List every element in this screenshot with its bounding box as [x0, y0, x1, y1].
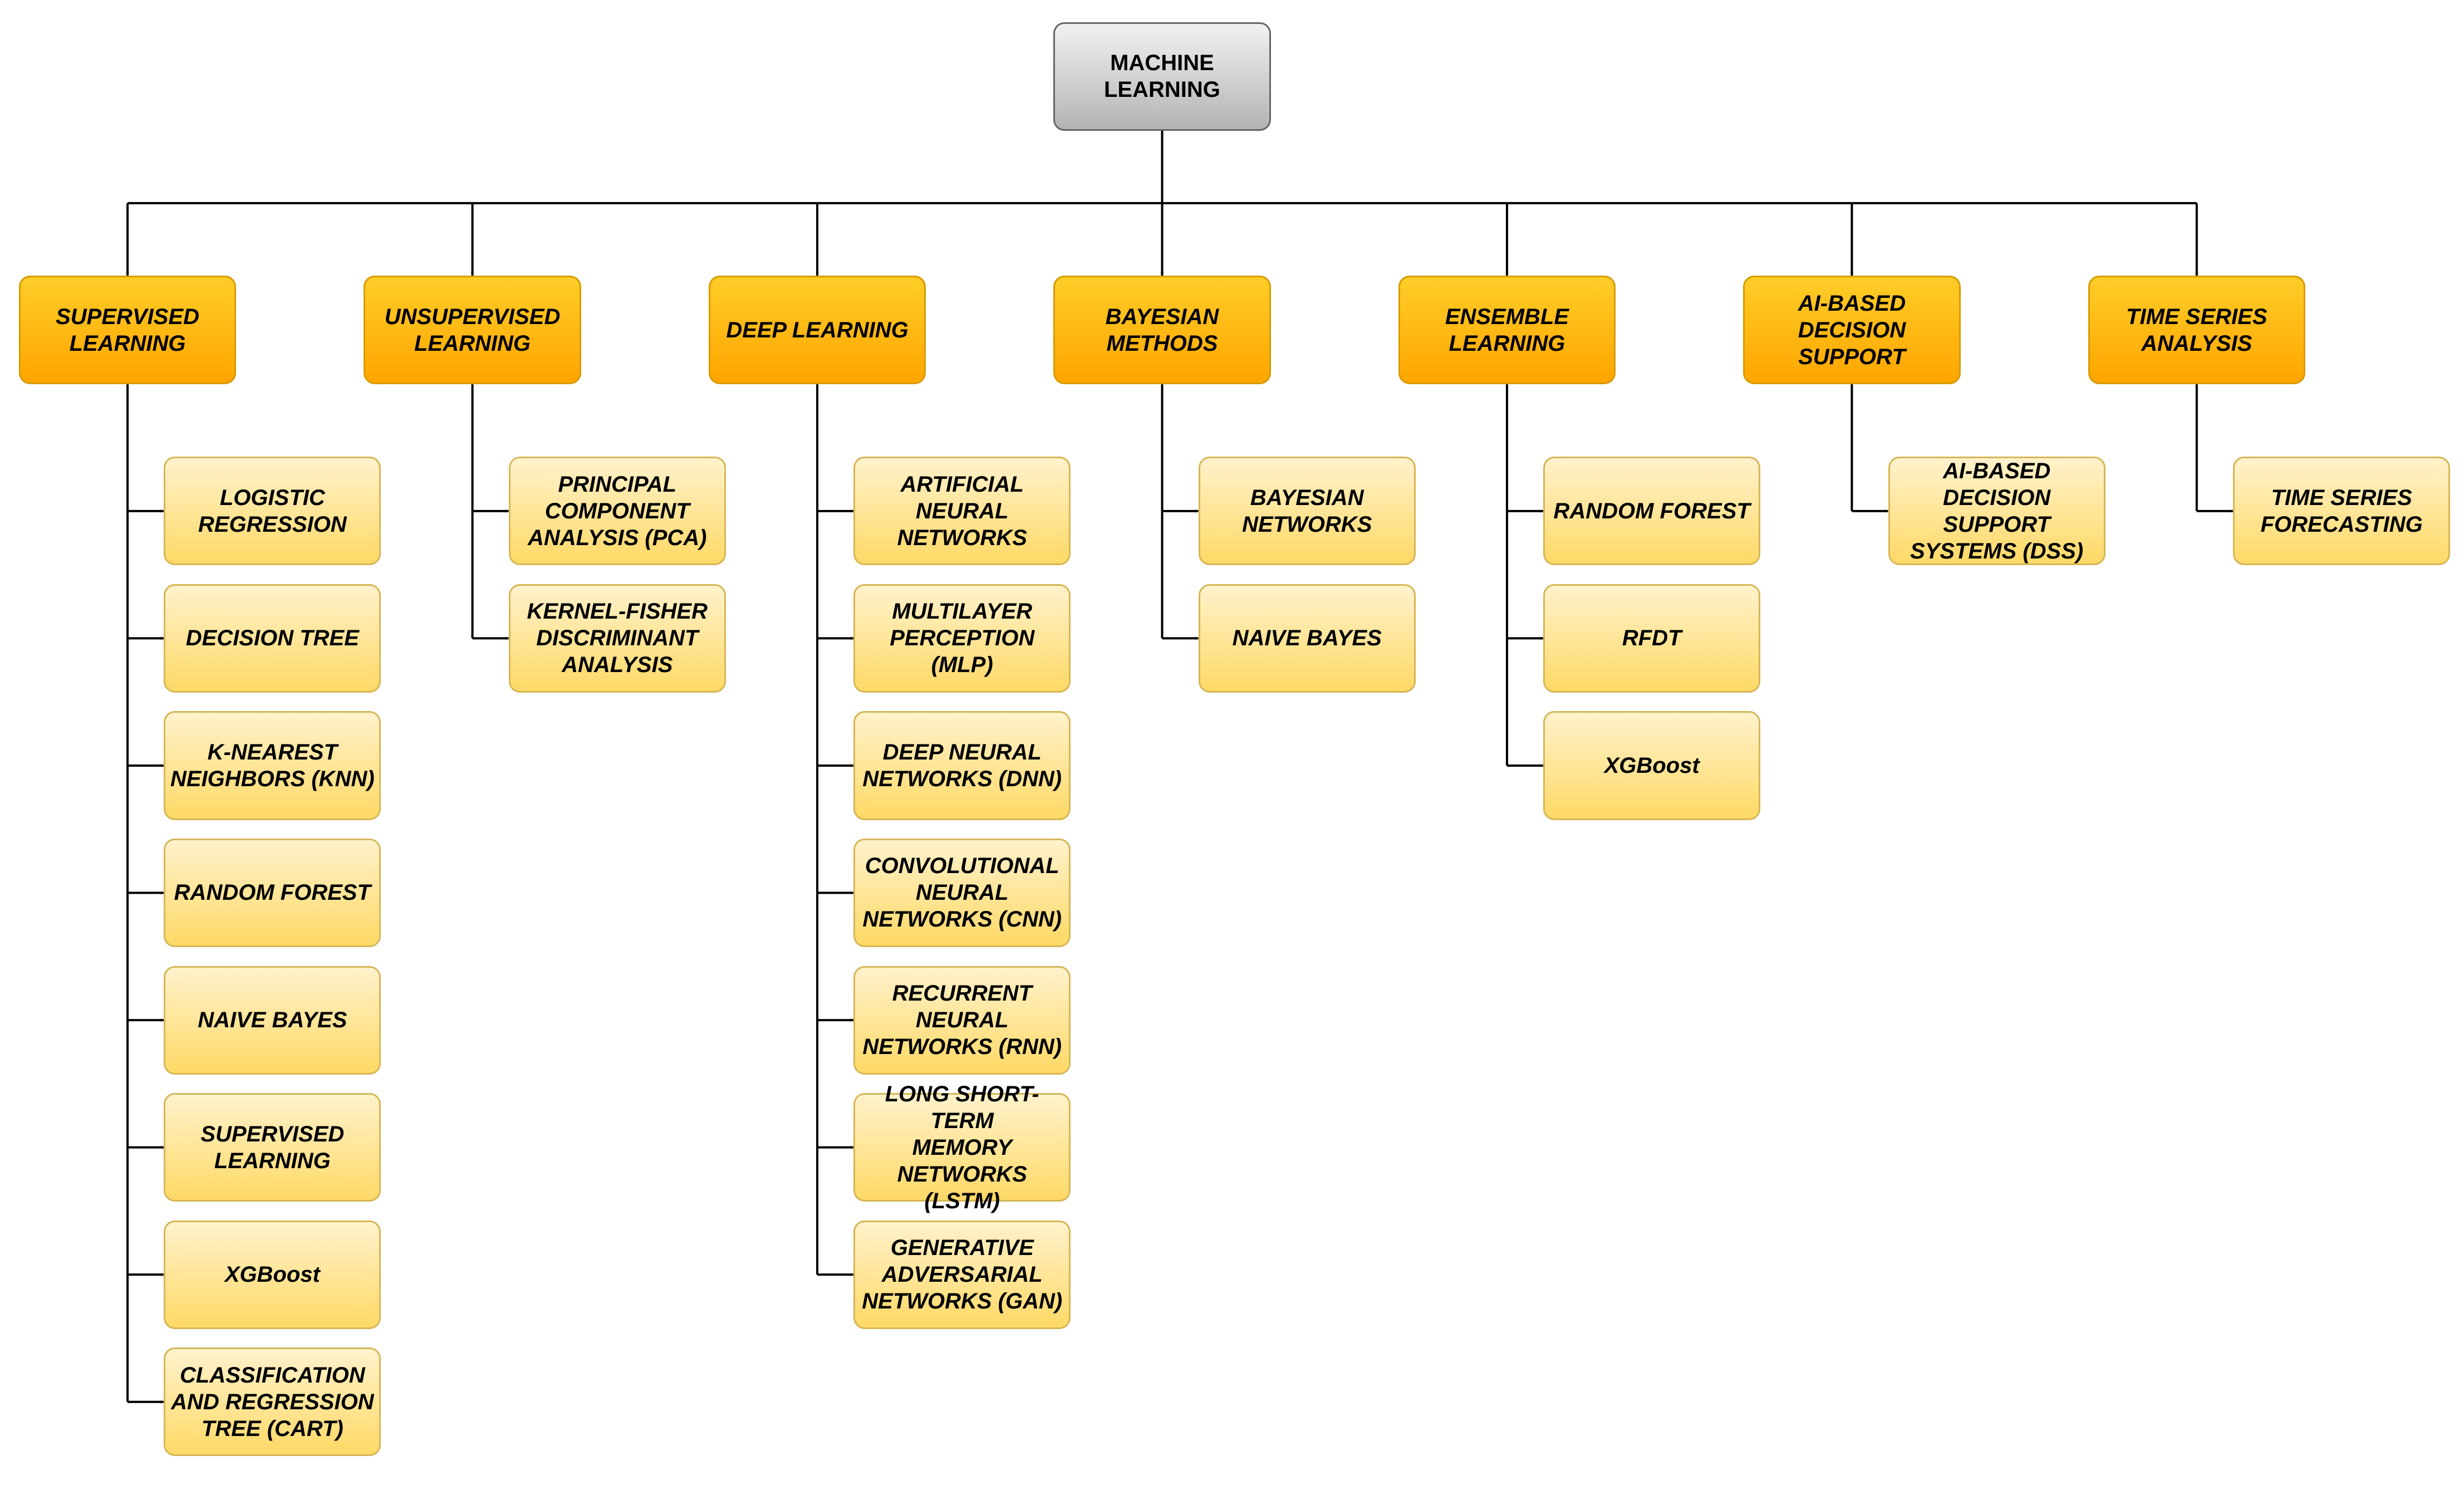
category-supervised-learning: SUPERVISED LEARNING	[18, 276, 237, 385]
leaf-decision-tree: DECISION TREE	[164, 584, 381, 693]
category-ai-based-decision-support: AI-BASED DECISION SUPPORT	[1743, 276, 1961, 385]
leaf-lstm-networks: LONG SHORT-TERM MEMORY NETWORKS (LSTM)	[853, 1082, 1071, 1213]
leaf-rfdt: RFDT	[1543, 584, 1761, 693]
leaf-xgboost: XGBoost	[164, 1220, 381, 1329]
leaf-pca: PRINCIPAL COMPONENT ANALYSIS (PCA)	[508, 457, 726, 566]
leaf-supervised-learning: SUPERVISED LEARNING	[164, 1093, 381, 1202]
leaf-kernel-fisher-discriminant-analysis: KERNEL-FISHER DISCRIMINANT ANALYSIS	[508, 584, 726, 693]
root-node: MACHINE LEARNING	[1053, 22, 1271, 131]
leaf-random-forest: RANDOM FOREST	[164, 838, 381, 948]
leaf-logistic-regression: LOGISTIC REGRESSION	[164, 457, 381, 566]
leaf-naive-bayes: NAIVE BAYES	[164, 966, 381, 1075]
leaf-cart: CLASSIFICATION AND REGRESSION TREE (CART…	[164, 1347, 381, 1457]
category-ensemble-learning: ENSEMBLE LEARNING	[1398, 276, 1616, 385]
leaf-time-series-forecasting: TIME SERIES FORECASTING	[2233, 457, 2451, 566]
leaf-deep-neural-networks: DEEP NEURAL NETWORKS (DNN)	[853, 711, 1071, 820]
leaf-generative-adversarial-networks: GENERATIVE ADVERSARIAL NETWORKS (GAN)	[853, 1220, 1071, 1329]
category-time-series-analysis: TIME SERIES ANALYSIS	[2088, 276, 2305, 385]
leaf-random-forest: RANDOM FOREST	[1543, 457, 1761, 566]
category-unsupervised-learning: UNSUPERVISED LEARNING	[364, 276, 581, 385]
leaf-recurrent-neural-networks: RECURRENT NEURAL NETWORKS (RNN)	[853, 966, 1071, 1075]
category-deep-learning: DEEP LEARNING	[708, 276, 926, 385]
leaf-multilayer-perception: MULTILAYER PERCEPTION (MLP)	[853, 584, 1071, 693]
leaf-convolutional-neural-networks: CONVOLUTIONAL NEURAL NETWORKS (CNN)	[853, 838, 1071, 948]
leaf-bayesian-networks: BAYESIAN NETWORKS	[1198, 457, 1416, 566]
leaf-decision-support-systems: AI-BASED DECISION SUPPORT SYSTEMS (DSS)	[1888, 457, 2105, 566]
leaf-xgboost: XGBoost	[1543, 711, 1761, 820]
category-bayesian-methods: BAYESIAN METHODS	[1053, 276, 1271, 385]
leaf-artificial-neural-networks: ARTIFICIAL NEURAL NETWORKS	[853, 457, 1071, 566]
leaf-k-nearest-neighbors: K-NEAREST NEIGHBORS (KNN)	[164, 711, 381, 820]
leaf-naive-bayes: NAIVE BAYES	[1198, 584, 1416, 693]
